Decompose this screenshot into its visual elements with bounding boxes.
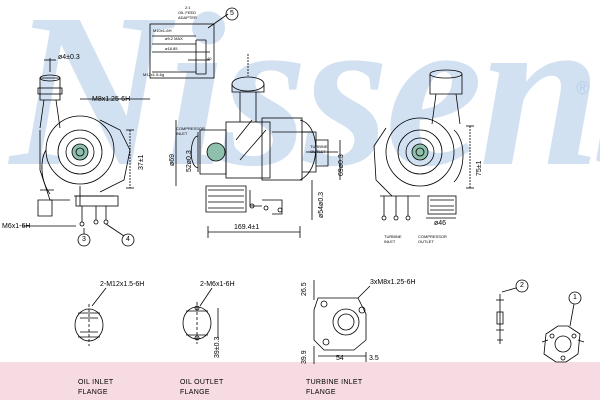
- oil-feed-diameter-1: ø9.2 MAX: [165, 36, 183, 41]
- center-view-turbo: [149, 7, 341, 238]
- turbine-inlet-dim-39-9: 39.9: [301, 350, 308, 364]
- oil-inlet-thread: 2-M12x1.5-6H: [100, 281, 145, 288]
- dia-69: ø69: [169, 153, 176, 166]
- accessory-bolt-drawing: [496, 279, 529, 344]
- registered-mark: ®: [576, 78, 590, 98]
- left-dim-vertical: 37±1: [138, 154, 145, 170]
- turbine-outlet-label: TURBINE: [310, 144, 328, 149]
- oil-inlet-flange-drawing: [74, 287, 107, 346]
- oil-outlet-caption: OIL OUTLET FLANGE: [180, 378, 224, 398]
- dia-52: 52ø0.3: [186, 150, 193, 172]
- compressor-inlet-label: COMPRESSOR: [176, 126, 205, 131]
- turbine-inlet-dim-3-5: 3.5: [369, 355, 379, 362]
- left-thread-bottom: M6x1-6H: [2, 223, 31, 230]
- dia-54: ø54ø0.3: [318, 191, 325, 218]
- callout-5: 5: [230, 10, 234, 17]
- callout-2: 2: [520, 282, 524, 289]
- turbine-inlet-caption: TURBINE INLET FLANGE: [306, 378, 362, 398]
- oil-outlet-caption-line2: FLANGE: [180, 389, 210, 396]
- oil-inlet-caption: OIL INLET FLANGE: [78, 378, 114, 398]
- callout-4: 4: [126, 236, 130, 243]
- accessory-gasket-drawing: [541, 291, 585, 363]
- left-thread-top: M8x1.25-6H: [92, 96, 131, 103]
- right-turbine-inlet-label-2: INLET: [384, 239, 396, 244]
- callout-3: 3: [82, 236, 86, 243]
- turbine-inlet-thread: 3xM8x1.25-6H: [370, 279, 416, 286]
- oil-feed-thread-1: M10x1-6H: [153, 28, 172, 33]
- left-diameter-callout: ø4±0.3: [58, 54, 80, 61]
- oil-feed-label-2: ADAPTER: [178, 15, 197, 20]
- overall-length: 169.4±1: [234, 224, 260, 231]
- turbine-inlet-dim-26-5: 26.5: [301, 282, 308, 296]
- right-dim-vertical: 75±1: [476, 160, 483, 176]
- compressor-inlet-label-2: INLET: [176, 131, 188, 136]
- oil-outlet-dim: 39±0.3: [214, 336, 221, 358]
- right-turbine-inlet-label: TURBINE: [384, 234, 402, 239]
- oil-inlet-caption-line1: OIL INLET: [78, 379, 114, 386]
- right-compressor-outlet-label: COMPRESSOR: [418, 234, 447, 239]
- oil-feed-dim-40: 40: [207, 56, 212, 61]
- turbine-inlet-flange-drawing: [313, 280, 371, 364]
- oil-feed-ratio: 2:1: [185, 5, 191, 10]
- oil-feed-diameter-2: ø18.85: [165, 46, 178, 51]
- turbine-inlet-caption-line1: TURBINE INLET: [306, 379, 363, 386]
- turbine-inlet-dim-54: 54: [336, 355, 344, 362]
- callout-1: 1: [573, 294, 577, 301]
- oil-feed-thread-2: M12x1.5-6g: [143, 72, 165, 77]
- dia-69-03: 69ø0.3: [338, 154, 345, 176]
- right-compressor-outlet-label-2: OUTLET: [418, 239, 434, 244]
- turbine-inlet-caption-line2: FLANGE: [306, 389, 336, 396]
- right-view-turbo: [373, 69, 474, 221]
- brand-watermark: Nissens: [10, 0, 600, 212]
- oil-inlet-caption-line2: FLANGE: [78, 389, 108, 396]
- dia-46: ø46: [434, 220, 447, 227]
- turbine-outlet-label-2: OUTLET: [310, 149, 326, 154]
- oil-outlet-caption-line1: OIL OUTLET: [180, 379, 224, 386]
- oil-outlet-flange-drawing: [182, 287, 219, 344]
- oil-outlet-thread: 2-M6x1-6H: [200, 281, 235, 288]
- caption-band: [0, 362, 600, 400]
- oil-feed-label: OIL FEED: [178, 10, 197, 15]
- left-view-turbo: [22, 58, 150, 247]
